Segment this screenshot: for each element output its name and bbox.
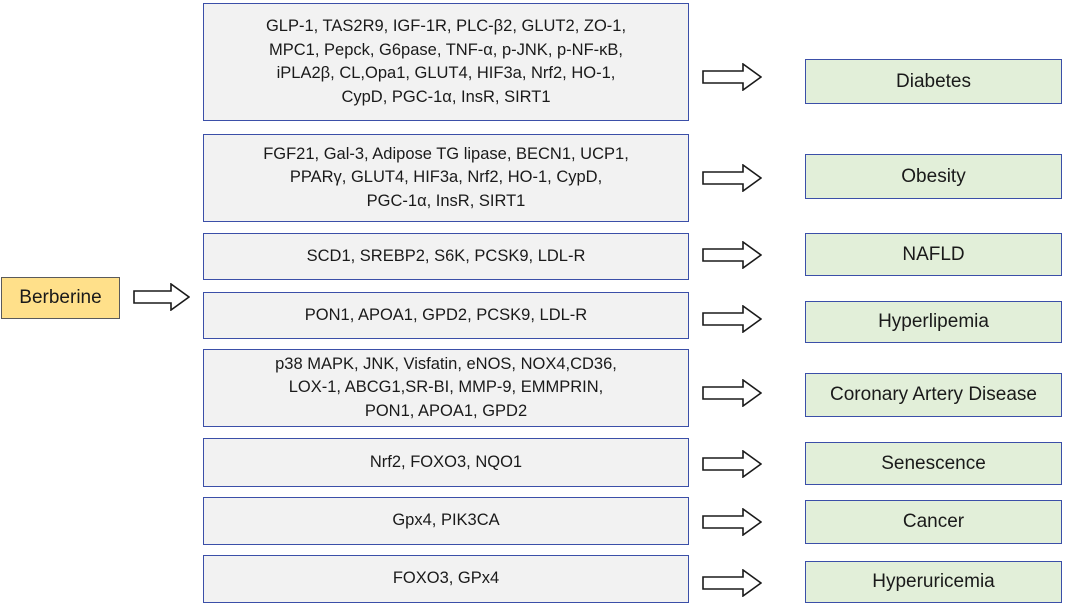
molecule-line: CypD, PGC-1α, InsR, SIRT1 <box>341 87 551 106</box>
source-arrow-icon <box>133 283 190 311</box>
right-arrow-icon <box>702 508 762 536</box>
molecule-line: GLP-1, TAS2R9, IGF-1R, PLC-β2, GLUT2, ZO… <box>265 17 627 35</box>
molecule-line: PON1, APOA1, GPD2 <box>364 401 528 420</box>
molecule-line: Gpx4, PIK3CA <box>392 511 500 530</box>
right-arrow-icon <box>702 164 762 192</box>
disease-label: Obesity <box>901 165 966 187</box>
right-arrow-icon <box>702 63 762 91</box>
molecule-box-senescence: Nrf2, FOXO3, NQO1 <box>203 438 689 487</box>
molecule-box-hyperlipemia: PON1, APOA1, GPD2, PCSK9, LDL-R <box>203 292 689 339</box>
molecule-line: PON1, APOA1, GPD2, PCSK9, LDL-R <box>304 305 588 324</box>
molecule-line: PPARγ, GLUT4, HIF3a, Nrf2, HO-1, CypD, <box>289 168 603 187</box>
molecule-line: PGC-1α, InsR, SIRT1 <box>366 191 526 210</box>
disease-label: NAFLD <box>902 243 965 265</box>
disease-label: Cancer <box>902 511 965 532</box>
molecule-box-cancer: Gpx4, PIK3CA <box>203 497 689 545</box>
molecule-line: LOX-1, ABCG1,SR-BI, MMP-9, EMMPRIN, <box>288 378 604 397</box>
molecule-line: SCD1, SREBP2, S6K, PCSK9, LDL-R <box>306 246 586 265</box>
molecule-box-hyperuricemia: FOXO3, GPx4 <box>203 555 689 603</box>
disease-label: Senescence <box>881 452 986 474</box>
disease-box-hyperuricemia: Hyperuricemia <box>805 561 1062 603</box>
disease-label: Coronary Artery Disease <box>830 384 1037 405</box>
disease-box-nafld: NAFLD <box>805 233 1062 276</box>
right-arrow-icon <box>702 305 762 333</box>
molecule-box-nafld: SCD1, SREBP2, S6K, PCSK9, LDL-R <box>203 233 689 280</box>
source-node: Berberine <box>1 277 120 319</box>
right-arrow-icon <box>702 379 762 407</box>
molecule-line: FGF21, Gal-3, Adipose TG lipase, BECN1, … <box>263 144 629 163</box>
disease-label: Diabetes <box>896 70 971 92</box>
right-arrow-icon <box>702 450 762 478</box>
disease-box-coronary-artery-disease: Coronary Artery Disease <box>805 373 1062 417</box>
disease-box-obesity: Obesity <box>805 154 1062 199</box>
molecule-line: p38 MAPK, JNK, Visfatin, eNOS, NOX4,CD36… <box>275 354 617 373</box>
source-label: Berberine <box>19 287 102 308</box>
disease-box-cancer: Cancer <box>805 500 1062 544</box>
right-arrow-icon <box>702 569 762 597</box>
disease-label: Hyperlipemia <box>878 311 989 332</box>
disease-box-diabetes: Diabetes <box>805 59 1062 104</box>
disease-box-hyperlipemia: Hyperlipemia <box>805 301 1062 343</box>
disease-label: Hyperuricemia <box>872 571 995 592</box>
molecule-line: Nrf2, FOXO3, NQO1 <box>369 452 523 471</box>
right-arrow-icon <box>702 241 762 269</box>
molecule-box-obesity: FGF21, Gal-3, Adipose TG lipase, BECN1, … <box>203 134 689 222</box>
molecule-line: MPC1, Pepck, G6pase, TNF-α, p-JNK, p-NF-… <box>269 40 623 59</box>
molecule-line: FOXO3, GPx4 <box>392 569 500 588</box>
molecule-box-diabetes: GLP-1, TAS2R9, IGF-1R, PLC-β2, GLUT2, ZO… <box>203 3 689 121</box>
molecule-line: iPLA2β, CL,Opa1, GLUT4, HIF3a, Nrf2, HO-… <box>276 64 616 82</box>
disease-box-senescence: Senescence <box>805 442 1062 485</box>
molecule-box-coronary-artery-disease: p38 MAPK, JNK, Visfatin, eNOS, NOX4,CD36… <box>203 349 689 427</box>
